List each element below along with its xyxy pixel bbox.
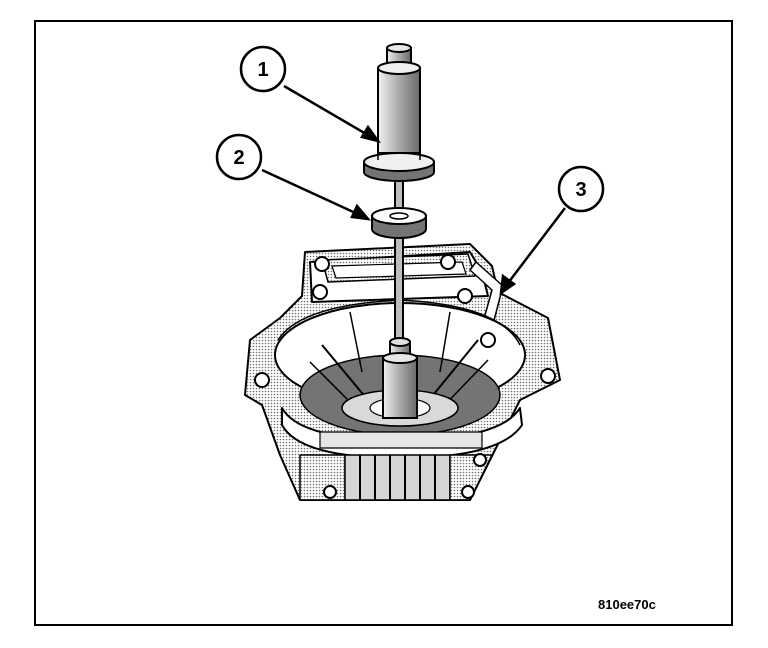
arrowhead-2 — [350, 203, 372, 221]
figure-id-label: 810ee70c — [598, 597, 656, 612]
leader-line-1 — [283, 84, 374, 140]
guide-rod — [394, 179, 404, 346]
callout-3: 3 — [557, 165, 605, 213]
leader-line-3 — [504, 207, 566, 288]
arrowhead-1 — [360, 124, 381, 144]
callout-label-3: 3 — [575, 179, 586, 201]
seal — [371, 207, 427, 239]
arrowhead-3 — [499, 273, 517, 296]
leader-lines — [261, 84, 566, 296]
callout-1: 1 — [239, 45, 287, 93]
callout-circle-3 — [557, 165, 605, 213]
callout-2: 2 — [215, 133, 263, 181]
seal-installer-tool — [363, 43, 435, 182]
callout-label-2: 2 — [233, 147, 244, 169]
callout-circle-1 — [239, 45, 287, 93]
output-shaft — [382, 337, 418, 419]
leader-line-2 — [261, 168, 363, 218]
callout-label-1: 1 — [257, 59, 268, 81]
callout-circle-2 — [215, 133, 263, 181]
